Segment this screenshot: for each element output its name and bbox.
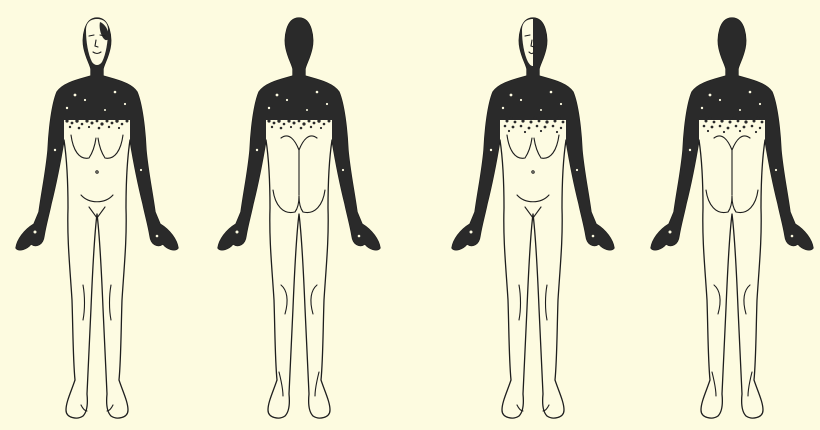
figure-4-back-view [651, 18, 813, 418]
figure-1-front-view [16, 18, 178, 418]
figure-3-front-view [452, 18, 614, 418]
figure-2-back-view [218, 18, 380, 418]
